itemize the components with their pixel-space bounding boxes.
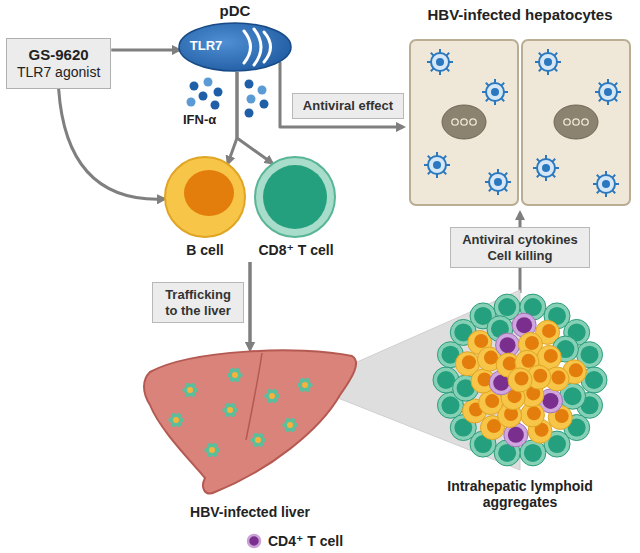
- arrow: [237, 72, 272, 163]
- ifn-alpha-dots: [187, 78, 269, 118]
- arrow: [111, 49, 179, 52]
- drug-name: GS-9620: [17, 46, 100, 64]
- arrow-label: Trafficking to the liver: [152, 282, 244, 323]
- illustration-heading: HBV-infected hepatocytes: [405, 6, 635, 23]
- lymphoid-aggregate: Intrahepatic lymphoid aggregates: [425, 290, 615, 530]
- arrow: [249, 262, 252, 349]
- liver-illustration: HBV-infected liver: [145, 345, 360, 525]
- legend-text: CD4⁺ T cell: [268, 533, 343, 549]
- cell-name: CD8⁺ T cell: [252, 242, 340, 258]
- arrow-label: Antiviral cytokines Cell killing: [450, 227, 590, 268]
- cell-name: B cell: [150, 242, 260, 258]
- cd8-t-cell: CD8⁺ T cell: [253, 155, 337, 259]
- legend-row: CD4⁺ T cell: [246, 533, 343, 549]
- legend-swatch: [246, 533, 262, 549]
- organ-name: HBV-infected liver: [150, 504, 350, 520]
- arrow: [59, 89, 164, 199]
- receptor-name: TLR7: [184, 39, 228, 54]
- cytokine-name: IFN-α: [183, 113, 216, 128]
- aggregate-name: Intrahepatic lymphoid aggregates: [425, 478, 615, 510]
- arrow: [280, 62, 403, 127]
- drug-class: TLR7 agonist: [17, 64, 100, 81]
- arrow: [249, 262, 252, 349]
- hepatocytes-illustration: HBV-infected hepatocytes: [405, 4, 635, 210]
- cell-heading: pDC: [178, 2, 292, 19]
- arrow-label: Antiviral effect: [292, 93, 404, 119]
- liver-illustration-drawing: [145, 345, 360, 525]
- drug-box: GS-9620TLR7 agonist: [6, 38, 111, 89]
- b-cell: B cell: [163, 155, 247, 259]
- pdc-cell: pDC TLR7: [178, 2, 292, 74]
- hepatocytes-illustration-drawing: [405, 4, 635, 210]
